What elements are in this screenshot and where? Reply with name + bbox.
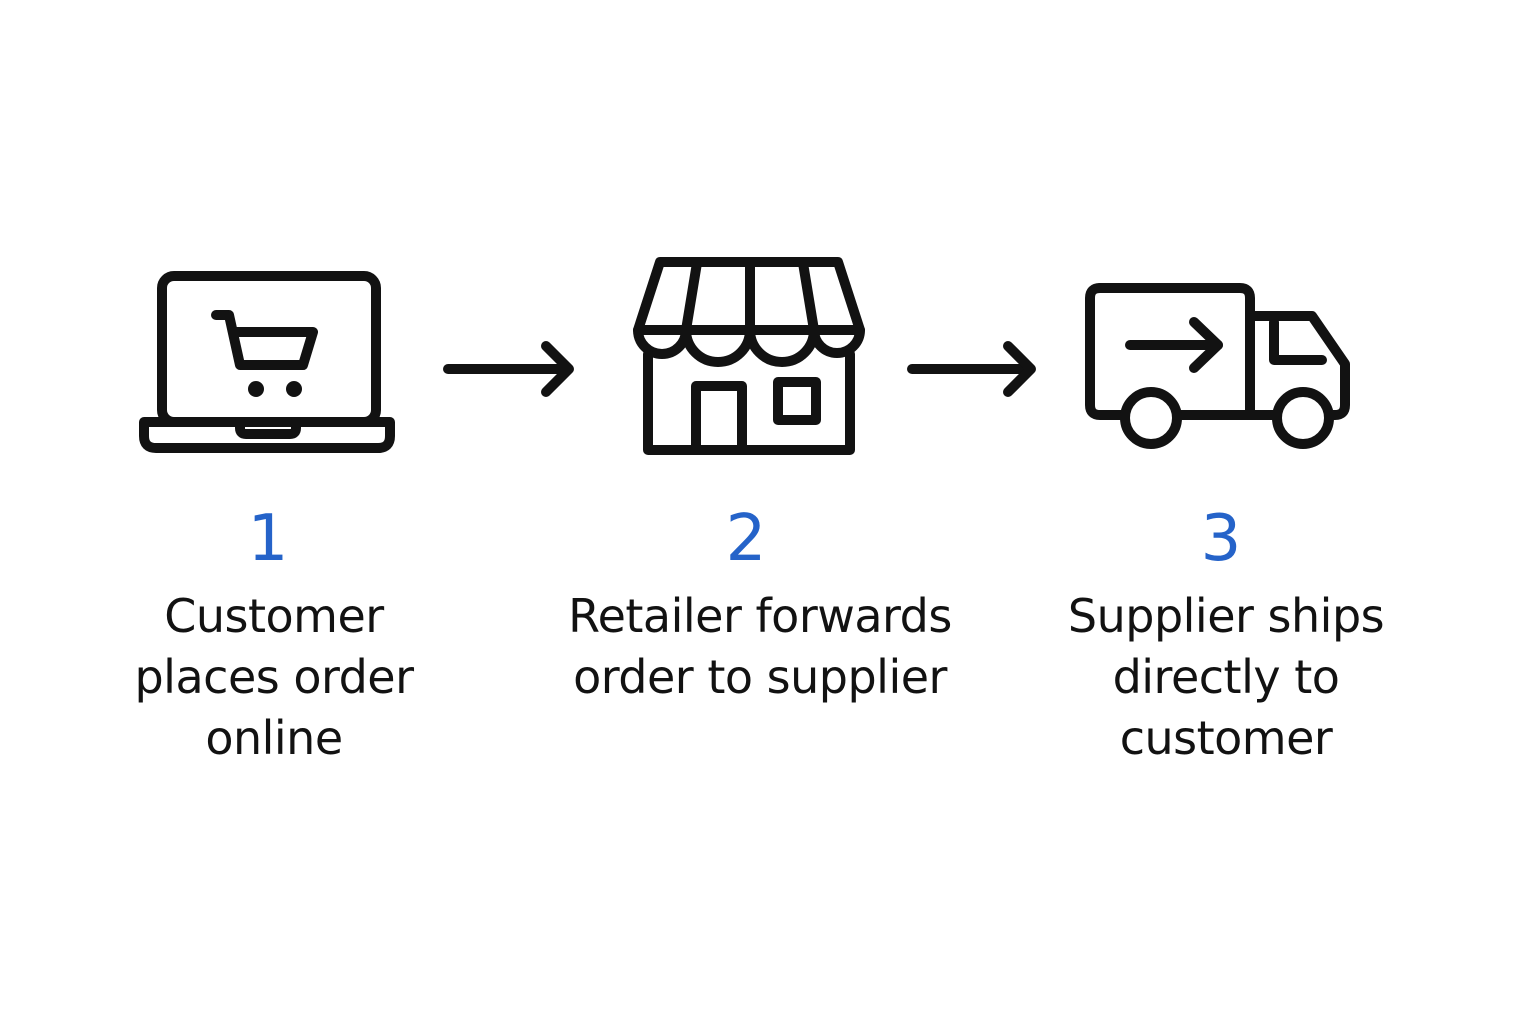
step-label-1: Customer places order online bbox=[34, 586, 514, 769]
step-number-2: 2 bbox=[725, 502, 767, 576]
step-label-line: Customer bbox=[164, 589, 384, 643]
step-label-line: online bbox=[205, 711, 343, 765]
arrow-right-icon bbox=[905, 340, 1045, 400]
step-label-line: order to supplier bbox=[573, 650, 947, 704]
step-label-2: Retailer forwards order to supplier bbox=[520, 586, 1000, 708]
step-label-line: places order bbox=[134, 650, 414, 704]
step-label-line: Retailer forwards bbox=[568, 589, 952, 643]
step-label-line: Supplier ships bbox=[1067, 589, 1385, 643]
step-label-line: directly to bbox=[1112, 650, 1340, 704]
step-number-3: 3 bbox=[1200, 502, 1242, 576]
step-label-3: Supplier ships directly to customer bbox=[986, 586, 1466, 769]
arrow-right-icon bbox=[440, 340, 580, 400]
step-number-1: 1 bbox=[247, 502, 289, 576]
delivery-truck-icon bbox=[1082, 280, 1362, 450]
step-label-line: customer bbox=[1119, 711, 1333, 765]
storefront-icon bbox=[630, 257, 870, 458]
laptop-shopping-cart-icon bbox=[138, 270, 398, 460]
